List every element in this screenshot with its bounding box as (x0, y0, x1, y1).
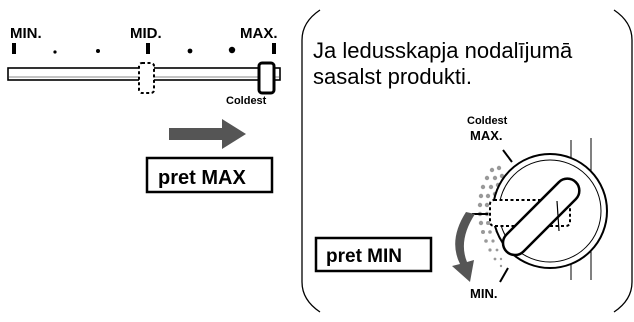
caption-line-2: sasalst produkti. (313, 64, 472, 89)
frame-left-bracket (301, 9, 321, 313)
pret-max-label: pret MAX (158, 167, 246, 189)
thermostat-slider: MIN. MID. MAX. Coldest (7, 25, 281, 107)
slider-knob-current (257, 61, 276, 95)
tick-dot (53, 50, 57, 54)
dial-min-tick (499, 267, 509, 283)
slider-mid-label: MID. (130, 25, 162, 42)
slider-knob-previous (138, 62, 155, 94)
tick-max (272, 43, 276, 54)
dial-max-tick (502, 149, 513, 163)
tick-mid (146, 43, 150, 54)
arrow-right-icon (169, 119, 246, 149)
pret-max-box: pret MAX (145, 156, 274, 194)
frame-right-bracket (613, 9, 633, 313)
thermostat-dial: Coldest MAX. MIN. (467, 115, 608, 301)
tick-dot (96, 49, 100, 53)
tick-min (12, 43, 16, 54)
dial-min-label: MIN. (470, 286, 497, 301)
tick-dot (187, 48, 193, 54)
pret-min-label: pret MIN (326, 246, 402, 267)
slider-min-label: MIN. (10, 25, 42, 42)
dial-coldest-label: Coldest (467, 115, 508, 127)
dial-max-label: MAX. (470, 128, 503, 143)
slider-coldest-label: Coldest (226, 95, 267, 107)
pret-min-box: pret MIN (314, 236, 433, 273)
dial-pointer-current (501, 177, 581, 257)
tick-dot (228, 46, 236, 54)
slider-max-label: MAX. (240, 25, 278, 42)
curved-arrow-down-icon (452, 212, 475, 282)
caption-line-1: Ja ledusskapja nodalījumā (313, 38, 573, 63)
